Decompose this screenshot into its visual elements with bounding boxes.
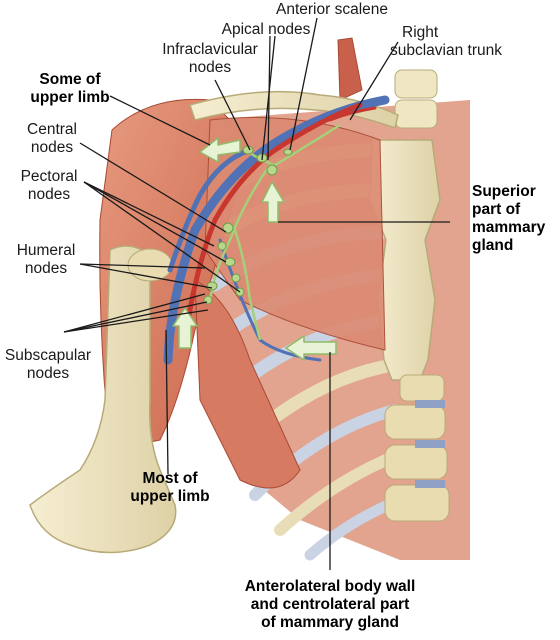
serratus-anterior — [194, 279, 301, 489]
label-central-nodes: Central nodes — [27, 121, 77, 156]
anterior-scalene — [337, 37, 363, 101]
arrow-most-of-upper-limb — [172, 307, 198, 349]
label-humeral-nodes: Humeral nodes — [16, 242, 76, 277]
flow-arrows — [172, 137, 337, 361]
label-subscapular-nodes: Subscapular nodes — [4, 347, 92, 382]
vertebral-column — [384, 69, 450, 522]
label-most-of-upper-limb: Most of upper limb — [130, 470, 210, 505]
label-apical-nodes: Apical nodes — [221, 21, 311, 38]
subclavian-trunk-vessel — [328, 106, 377, 122]
axillary-artery — [182, 102, 363, 343]
leader-lines — [63, 17, 450, 570]
label-pectoral-nodes: Pectoral nodes — [20, 168, 78, 203]
label-some-of-upper-limb: Some of upper limb — [30, 71, 110, 106]
humerus — [29, 245, 177, 554]
label-anterolateral-body-wall: Anterolateral body wall and centrolatera… — [244, 578, 416, 631]
arrow-superior-mammary — [261, 181, 285, 223]
cephalic-vein — [167, 147, 253, 273]
label-right-subclavian-trunk: Right subclavian trunk — [390, 24, 503, 59]
arrow-anterolateral — [285, 335, 337, 361]
arrow-some-of-upper-limb — [199, 137, 241, 163]
label-infraclavicular-nodes: Infraclavicular nodes — [162, 41, 258, 76]
label-anterior-scalene: Anterior scalene — [276, 1, 389, 18]
label-superior-part-of-mammary-gland: Superior part of mammary gland — [472, 183, 546, 254]
clavicle — [189, 90, 399, 129]
